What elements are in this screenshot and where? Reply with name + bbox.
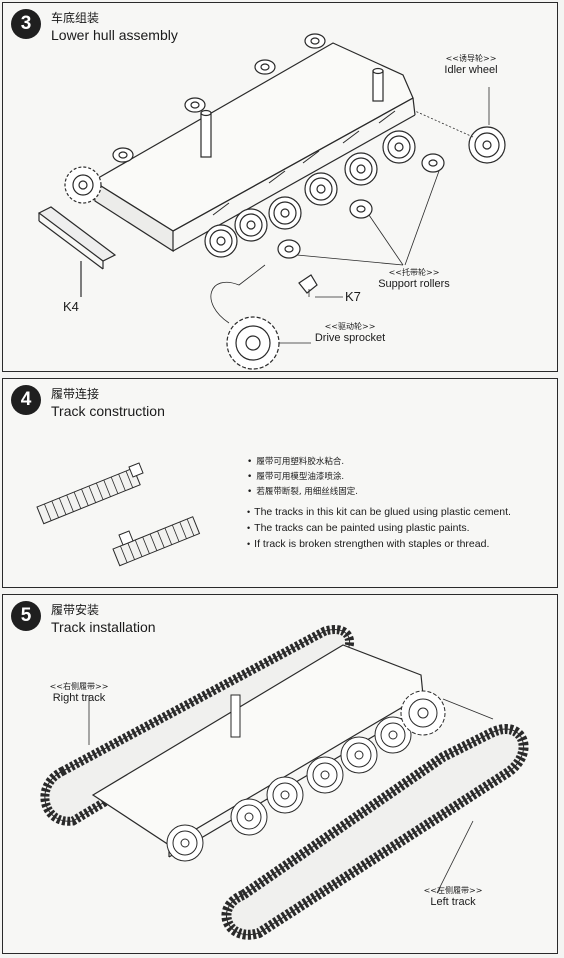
note-en-1: •The tracks in this kit can be glued usi… bbox=[247, 506, 511, 518]
step-number-badge: 4 bbox=[11, 385, 41, 415]
step-number-badge: 3 bbox=[11, 9, 41, 39]
step-number-badge: 5 bbox=[11, 601, 41, 631]
track-installation-diagram bbox=[40, 625, 529, 940]
note-en-2: •The tracks can be painted using plastic… bbox=[247, 522, 470, 534]
step-title-en: Track construction bbox=[51, 403, 165, 419]
drive-sprocket bbox=[400, 690, 446, 736]
k4-part bbox=[37, 206, 117, 262]
notes-block: •履带可用塑料胶水粘合. •履带可用模型油漆喷涂. •若履带断裂, 用细丝线固定… bbox=[247, 455, 511, 552]
top-roller bbox=[112, 147, 134, 163]
note-en-3: •If track is broken strengthen with stap… bbox=[247, 538, 490, 550]
step-title-cn: 履带连接 bbox=[51, 387, 100, 401]
rear-sprocket bbox=[64, 166, 102, 204]
idler-wheel bbox=[468, 126, 506, 164]
top-roller bbox=[304, 33, 326, 49]
hull-post bbox=[372, 70, 384, 102]
note-cn-1: •履带可用塑料胶水粘合. bbox=[247, 457, 345, 467]
top-roller bbox=[184, 97, 206, 113]
track-segment-upper bbox=[36, 467, 141, 525]
track-segment-lower bbox=[112, 516, 201, 567]
road-wheel bbox=[204, 224, 238, 258]
step-title-en: Track installation bbox=[51, 619, 156, 635]
callout-idler-wheel: <<诱导轮>> Idler wheel bbox=[444, 54, 498, 76]
road-wheel bbox=[166, 824, 204, 862]
suspension-arm bbox=[212, 110, 396, 216]
drive-sprocket bbox=[226, 316, 280, 370]
road-wheel bbox=[374, 716, 412, 754]
road-wheel bbox=[306, 756, 344, 794]
step-4-panel: 4 履带连接 Track construction bbox=[2, 378, 558, 588]
track-construction-diagram bbox=[36, 462, 201, 567]
hull-body bbox=[91, 644, 424, 846]
part-label-k4: K4 bbox=[63, 299, 79, 314]
road-wheel bbox=[230, 798, 268, 836]
callout-drive-sprocket: <<驱动轮>> Drive sprocket bbox=[314, 322, 386, 344]
road-wheel bbox=[304, 172, 338, 206]
note-cn-2: •履带可用模型油漆喷涂. bbox=[247, 472, 345, 482]
callout-right-track: <<右侧履带>> Right track bbox=[49, 682, 109, 704]
step-3-panel: 3 车底组装 Lower hull assembly bbox=[2, 2, 558, 372]
road-wheel bbox=[266, 776, 304, 814]
step-title-cn: 履带安装 bbox=[51, 603, 100, 617]
hull-post bbox=[230, 694, 241, 738]
road-wheel bbox=[340, 736, 378, 774]
road-wheel bbox=[268, 196, 302, 230]
support-roller bbox=[349, 199, 373, 219]
step-5-panel: 5 履带安装 Track installation bbox=[2, 594, 558, 954]
track-joint-tab bbox=[128, 462, 144, 478]
step-title-cn: 车底组装 bbox=[51, 11, 100, 25]
support-roller bbox=[277, 239, 301, 259]
note-cn-3: •若履带断裂, 用细丝线固定. bbox=[247, 487, 358, 497]
lower-hull-diagram bbox=[37, 33, 506, 370]
hull-post bbox=[200, 112, 212, 158]
step-title-en: Lower hull assembly bbox=[51, 27, 178, 43]
part-label-k7: K7 bbox=[345, 289, 361, 304]
road-wheel bbox=[344, 152, 378, 186]
top-roller bbox=[254, 59, 276, 75]
support-roller bbox=[421, 153, 445, 173]
road-wheel bbox=[382, 130, 416, 164]
callout-left-track: <<左侧履带>> Left track bbox=[423, 886, 483, 908]
callout-support-rollers: <<托带轮>> Support rollers bbox=[378, 268, 450, 290]
road-wheel bbox=[234, 208, 268, 242]
k7-part bbox=[298, 274, 318, 294]
